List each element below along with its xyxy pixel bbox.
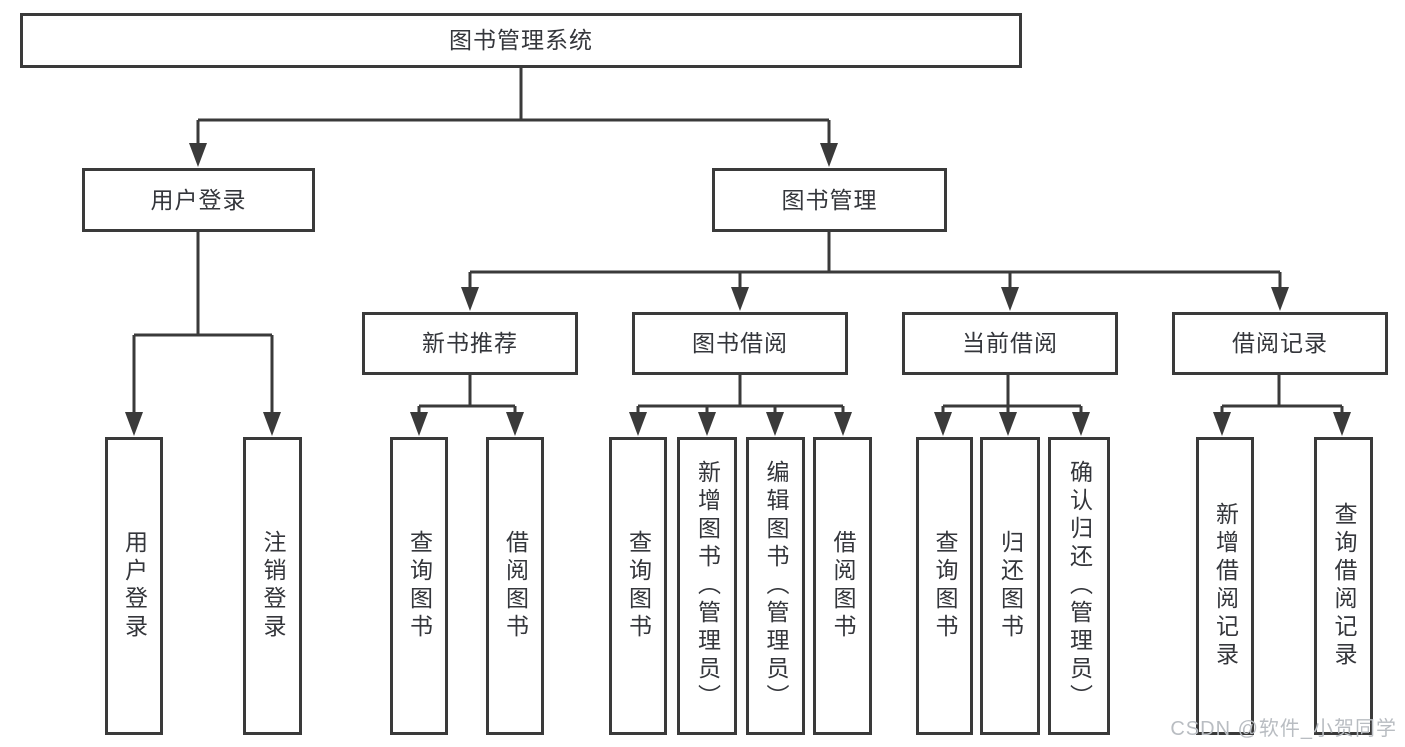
leaf-user-login-label: 用户登录 <box>121 530 148 642</box>
leaf-edit-book-admin-label: 编辑图书（管理员） <box>763 460 789 712</box>
connector-root <box>189 68 838 167</box>
leaf-query-books-borrow-label: 查询图书 <box>625 530 652 642</box>
connector-new-book-recommend <box>410 375 524 436</box>
connector-book-management <box>461 232 1289 311</box>
leaf-logout: 注销登录 <box>243 437 302 735</box>
leaf-edit-book-admin: 编辑图书（管理员） <box>746 437 805 735</box>
leaf-return-book: 归还图书 <box>980 437 1040 735</box>
node-book-borrow: 图书借阅 <box>632 312 848 375</box>
node-borrow-records: 借阅记录 <box>1172 312 1388 375</box>
leaf-user-login: 用户登录 <box>105 437 163 735</box>
leaf-query-books-current-label: 查询图书 <box>932 530 958 642</box>
leaf-query-books-current: 查询图书 <box>916 437 973 735</box>
connector-user-login <box>125 232 281 436</box>
leaf-query-books-recommend-label: 查询图书 <box>406 530 433 642</box>
node-root: 图书管理系统 <box>20 13 1022 68</box>
leaf-query-borrow-record: 查询借阅记录 <box>1314 437 1373 735</box>
connector-current-borrow <box>934 375 1090 436</box>
leaf-borrow-books: 借阅图书 <box>813 437 872 735</box>
node-user-login: 用户登录 <box>82 168 315 232</box>
node-current-borrow: 当前借阅 <box>902 312 1118 375</box>
leaf-logout-label: 注销登录 <box>260 530 286 642</box>
node-new-book-recommend: 新书推荐 <box>362 312 578 375</box>
leaf-add-book-admin: 新增图书（管理员） <box>677 437 737 735</box>
node-new-book-recommend-label: 新书推荐 <box>422 330 518 356</box>
leaf-confirm-return-admin-label: 确认归还（管理员） <box>1066 460 1093 712</box>
leaf-return-book-label: 归还图书 <box>997 530 1024 642</box>
leaf-query-books-recommend: 查询图书 <box>390 437 448 735</box>
connector-borrow-records <box>1213 375 1351 436</box>
connector-book-borrow <box>629 375 852 436</box>
leaf-borrow-books-recommend: 借阅图书 <box>486 437 544 735</box>
node-current-borrow-label: 当前借阅 <box>962 330 1058 356</box>
leaf-query-books-borrow: 查询图书 <box>609 437 667 735</box>
csdn-watermark: CSDN @软件_小贺同学 <box>1170 718 1397 740</box>
node-root-label: 图书管理系统 <box>449 27 593 53</box>
leaf-borrow-books-recommend-label: 借阅图书 <box>502 530 529 642</box>
leaf-add-book-admin-label: 新增图书（管理员） <box>694 460 721 712</box>
leaf-add-borrow-record-label: 新增借阅记录 <box>1212 502 1239 670</box>
node-book-borrow-label: 图书借阅 <box>692 330 788 356</box>
leaf-add-borrow-record: 新增借阅记录 <box>1196 437 1254 735</box>
node-user-login-label: 用户登录 <box>150 186 247 213</box>
leaf-confirm-return-admin: 确认归还（管理员） <box>1048 437 1110 735</box>
node-book-management: 图书管理 <box>712 168 947 232</box>
node-borrow-records-label: 借阅记录 <box>1232 330 1328 356</box>
leaf-query-borrow-record-label: 查询借阅记录 <box>1331 502 1357 670</box>
leaf-borrow-books-label: 借阅图书 <box>830 530 856 642</box>
node-book-management-label: 图书管理 <box>781 186 878 213</box>
